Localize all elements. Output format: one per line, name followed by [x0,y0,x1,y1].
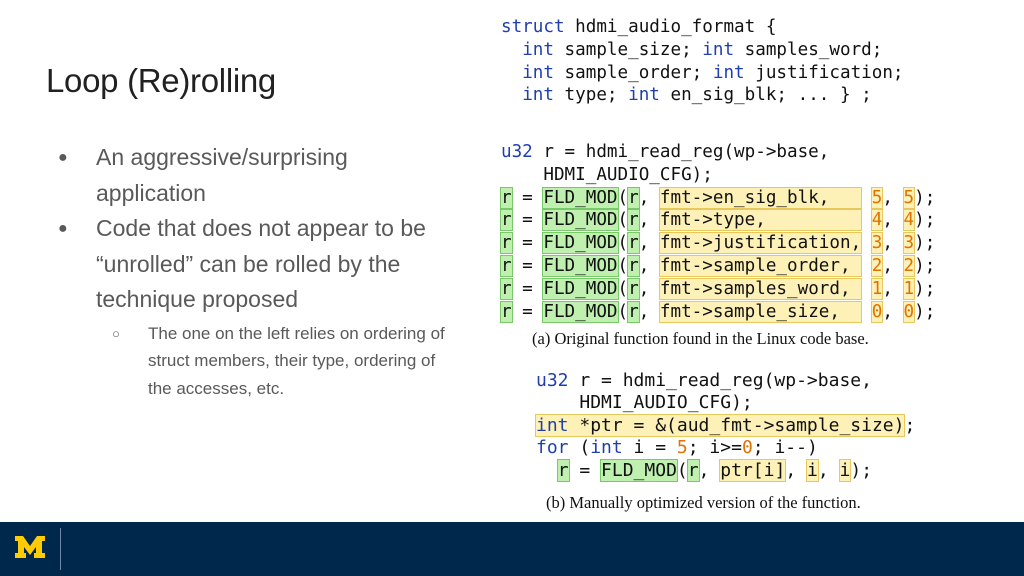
optimized-function-code: u32 r = hdmi_read_reg(wp->base, HDMI_AUD… [534,370,916,482]
code-row: r = FLD_MOD(r, fmt->sample_size, 0, 0); [500,300,936,323]
code-row: r = FLD_MOD(r, fmt->sample_order, 2, 2); [500,254,936,277]
sub-bullet-item: ○ The one on the left relies on ordering… [110,320,448,403]
footer-divider [60,528,61,570]
caption-original: (a) Original function found in the Linux… [532,329,869,348]
code-row: r = FLD_MOD(r, fmt->samples_word, 1, 1); [500,277,936,300]
bullet-list: ● An aggressive/surprising application ●… [58,140,448,402]
code-row: r = FLD_MOD(r, fmt->justification, 3, 3)… [500,232,936,255]
footer-bar [0,522,1024,576]
original-function-code: u32 r = hdmi_read_reg(wp->base, HDMI_AUD… [500,142,936,323]
code-row: r = FLD_MOD(r, fmt->en_sig_blk, 5, 5); [500,186,936,209]
bullet-dot-icon: ● [58,149,68,166]
bullet-circle-icon: ○ [112,325,120,341]
slide-title: Loop (Re)rolling [46,62,276,99]
caption-optimized: (b) Manually optimized version of the fu… [546,493,861,512]
struct-definition-code: struct hdmi_audio_format { int sample_si… [501,17,904,106]
university-logo-icon [15,536,45,558]
bullet-item: ● An aggressive/surprising application [58,140,448,211]
bullet-dot-icon: ● [58,220,68,237]
bullet-item: ● Code that does not appear to be “unrol… [58,211,448,318]
code-row: r = FLD_MOD(r, fmt->type, 4, 4); [500,209,936,232]
